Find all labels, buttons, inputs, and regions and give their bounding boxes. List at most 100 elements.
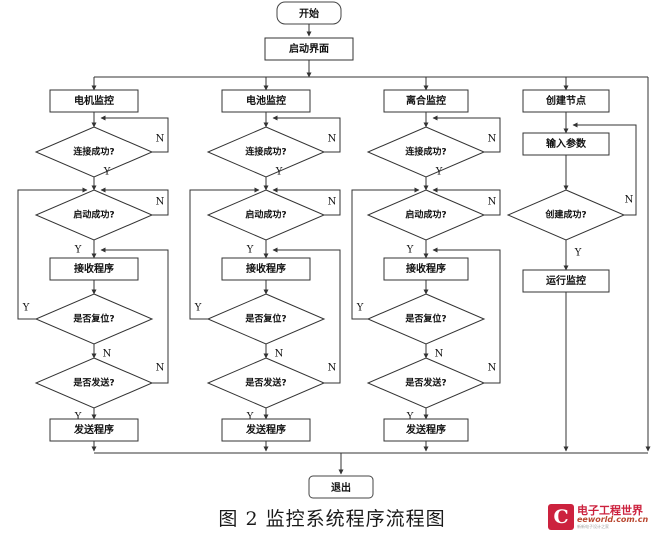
edge-label-battery-connect-no: N <box>328 134 337 145</box>
node-exit-label: 退出 <box>331 481 351 494</box>
column-clutch: 离合监控 连接成功? N Y 启动成功? N Y 接收程序 <box>351 89 501 452</box>
node-motor-reset-label: 是否复位? <box>72 313 114 325</box>
edge-label-clutch-start-yes: Y <box>406 245 414 256</box>
node-battery-connect-decision: 连接成功? <box>206 126 326 178</box>
node-battery-receive: 接收程序 <box>221 257 311 281</box>
node-battery-start-decision: 启动成功? <box>206 189 326 241</box>
edge-label-clutch-connect-no: N <box>488 134 497 145</box>
edge-clutch-connect-no <box>432 115 501 153</box>
watermark-title: 电子工程世界 <box>577 503 643 517</box>
node-battery-header-label: 电池监控 <box>246 94 286 107</box>
edge-label-battery-start-yes: Y <box>246 245 254 256</box>
edge-label-create-success-yes: Y <box>574 248 582 259</box>
edge-battery-send-no <box>272 247 341 384</box>
node-battery-reset-decision: 是否复位? <box>206 293 326 345</box>
node-create-success-label: 创建成功? <box>544 209 586 221</box>
edge-label-motor-connect-no: N <box>156 134 165 145</box>
node-clutch-send-decision-label: 是否发送? <box>404 377 446 389</box>
node-create-success-decision: 创建成功? <box>506 189 626 241</box>
node-motor-connect-decision: 连接成功? <box>34 126 154 178</box>
node-battery-start-label: 启动成功? <box>245 209 286 221</box>
watermark-text: 电子工程世界 eeworld.com.cn 新新电子设计之家 <box>577 505 648 529</box>
edge-label-clutch-start-no: N <box>488 197 497 208</box>
node-motor-start-decision: 启动成功? <box>34 189 154 241</box>
node-clutch-connect-decision: 连接成功? <box>366 126 486 178</box>
edge-label-battery-reset-yes: Y <box>194 303 202 314</box>
edge-label-clutch-connect-yes: Y <box>435 167 443 178</box>
node-motor-send-process-label: 发送程序 <box>73 423 114 436</box>
node-battery-connect-label: 连接成功? <box>245 146 286 158</box>
node-run-monitor-label: 运行监控 <box>546 274 586 287</box>
edge-clutch-send-no <box>432 247 501 384</box>
edge-clutch-start-no <box>432 187 501 216</box>
node-run-monitor: 运行监控 <box>522 269 610 293</box>
edge-label-motor-start-no: N <box>156 197 165 208</box>
edge-label-clutch-reset-no: N <box>435 349 444 360</box>
watermark-subtitle: 新新电子设计之家 <box>577 523 609 529</box>
edge-battery-start-no <box>272 187 341 216</box>
edge-label-battery-connect-yes: Y <box>275 167 283 178</box>
edge-label-battery-reset-no: N <box>275 349 284 360</box>
node-battery-send-process: 发送程序 <box>221 418 311 442</box>
column-node: 创建节点 输入参数 创建成功? N Y 运行监控 <box>506 89 637 452</box>
node-clutch-receive-label: 接收程序 <box>406 262 446 275</box>
edge-label-clutch-send-yes: Y <box>406 412 414 423</box>
edge-label-motor-connect-yes: Y <box>103 167 111 178</box>
node-motor-send-decision: 是否发送? <box>34 357 154 409</box>
node-motor-start-label: 启动成功? <box>73 209 114 221</box>
node-battery-header: 电池监控 <box>221 89 311 113</box>
node-input-params: 输入参数 <box>522 132 610 156</box>
edge-label-motor-start-yes: Y <box>74 245 82 256</box>
edge-battery-connect-no <box>272 115 341 153</box>
edge-motor-start-no <box>100 187 169 216</box>
node-clutch-header-label: 离合监控 <box>406 94 446 107</box>
node-clutch-reset-decision: 是否复位? <box>366 293 486 345</box>
node-battery-reset-label: 是否复位? <box>244 313 286 325</box>
column-battery: 电池监控 连接成功? N Y 启动成功? N Y 接收程序 <box>189 89 341 452</box>
node-create-header: 创建节点 <box>522 89 610 113</box>
node-motor-receive: 接收程序 <box>49 257 139 281</box>
edge-label-battery-send-yes: Y <box>246 412 254 423</box>
node-clutch-send-process: 发送程序 <box>383 418 469 442</box>
edge-label-motor-reset-yes: Y <box>22 303 30 314</box>
node-battery-send-decision: 是否发送? <box>206 357 326 409</box>
node-create-header-label: 创建节点 <box>545 94 586 107</box>
edge-motor-connect-no <box>100 115 169 153</box>
watermark-domain: eeworld.com.cn <box>577 515 649 525</box>
edge-label-motor-send-yes: Y <box>74 412 82 423</box>
edge-label-battery-start-no: N <box>328 197 337 208</box>
edge-create-success-no <box>572 122 637 216</box>
edge-battery-reset-yes <box>189 187 260 320</box>
node-startup-ui: 启动界面 <box>264 37 354 61</box>
node-motor-header-label: 电机监控 <box>74 94 114 107</box>
node-exit: 退出 <box>308 475 374 499</box>
node-motor-reset-decision: 是否复位? <box>34 293 154 345</box>
node-motor-connect-label: 连接成功? <box>73 146 114 158</box>
node-input-params-label: 输入参数 <box>546 137 587 150</box>
node-start-label: 开始 <box>299 7 319 20</box>
edge-label-create-success-no: N <box>625 195 634 206</box>
edge-motor-reset-yes <box>17 187 88 320</box>
edge-label-motor-send-no: N <box>156 363 165 374</box>
node-clutch-reset-label: 是否复位? <box>404 313 446 325</box>
node-battery-receive-label: 接收程序 <box>246 262 286 275</box>
edge-label-clutch-send-no: N <box>488 363 497 374</box>
watermark-logo-icon: C <box>548 504 574 530</box>
node-clutch-connect-label: 连接成功? <box>405 146 446 158</box>
node-battery-send-process-label: 发送程序 <box>245 423 286 436</box>
node-clutch-start-label: 启动成功? <box>405 209 446 221</box>
node-clutch-header: 离合监控 <box>383 89 469 113</box>
node-battery-send-decision-label: 是否发送? <box>244 377 286 389</box>
node-motor-receive-label: 接收程序 <box>74 262 114 275</box>
edge-label-motor-reset-no: N <box>103 349 112 360</box>
node-start: 开始 <box>276 1 342 25</box>
edge-clutch-reset-yes <box>351 187 420 320</box>
node-clutch-start-decision: 启动成功? <box>366 189 486 241</box>
node-clutch-send-decision: 是否发送? <box>366 357 486 409</box>
node-clutch-send-process-label: 发送程序 <box>405 423 446 436</box>
node-motor-send-process: 发送程序 <box>49 418 139 442</box>
node-motor-send-decision-label: 是否发送? <box>72 377 114 389</box>
edge-label-clutch-reset-yes: Y <box>356 303 364 314</box>
